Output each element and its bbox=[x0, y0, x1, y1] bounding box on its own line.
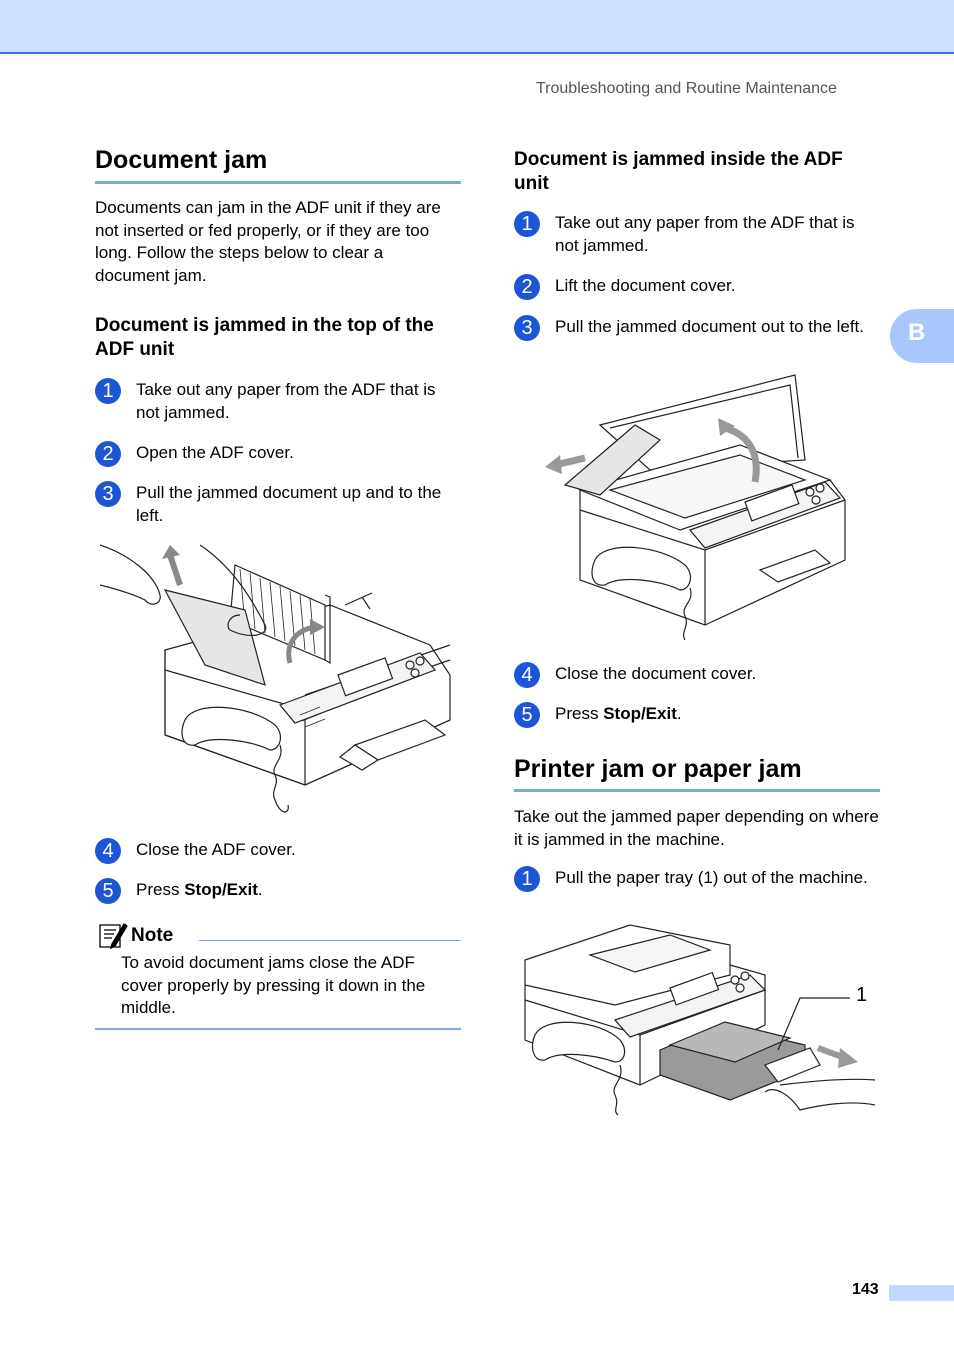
step-number: 1 bbox=[95, 378, 121, 404]
header-band bbox=[0, 0, 954, 54]
intro-paragraph: Documents can jam in the ADF unit if the… bbox=[95, 198, 441, 285]
step-text: Close the ADF cover. bbox=[136, 840, 296, 859]
note-rule-top bbox=[199, 940, 461, 941]
step-text: Pull the jammed document out to the left… bbox=[555, 317, 865, 336]
note-rule-bottom bbox=[95, 1028, 461, 1030]
key-stop-exit: Stop/Exit bbox=[603, 704, 677, 723]
subsection-title-top-adf: Document is jammed in the top of the ADF… bbox=[95, 315, 434, 360]
step-number: 1 bbox=[514, 211, 540, 237]
step-item: 1 Pull the paper tray (1) out of the mac… bbox=[514, 866, 880, 916]
step-number: 5 bbox=[514, 702, 540, 728]
step-text: Lift the document cover. bbox=[555, 276, 736, 295]
step-item: 2 Lift the document cover. bbox=[514, 274, 880, 324]
step-number: 4 bbox=[95, 838, 121, 864]
page-number: 143 bbox=[852, 1281, 879, 1298]
key-stop-exit: Stop/Exit bbox=[184, 880, 258, 899]
step-number: 3 bbox=[95, 481, 121, 507]
section-title-printer-jam: Printer jam or paper jam bbox=[514, 755, 802, 783]
note-text: To avoid document jams close the ADF cov… bbox=[121, 953, 426, 1017]
step-item: 1 Take out any paper from the ADF that i… bbox=[95, 378, 461, 428]
note-box: Note To avoid document jams close the AD… bbox=[95, 918, 461, 1030]
step-text-prefix: Press bbox=[555, 704, 604, 723]
step-text: Close the document cover. bbox=[555, 664, 757, 683]
step-number: 4 bbox=[514, 662, 540, 688]
running-header: Troubleshooting and Routine Maintenance bbox=[536, 80, 837, 97]
step-text-prefix: Press bbox=[136, 880, 185, 899]
step-text: Pull the paper tray (1) out of the machi… bbox=[555, 868, 868, 887]
step-number: 3 bbox=[514, 315, 540, 341]
step-text: Press Stop/Exit. bbox=[136, 879, 461, 902]
step-item: 5 Press Stop/Exit. bbox=[514, 702, 880, 752]
subsection-title-inside-adf: Document is jammed inside the ADF unit bbox=[514, 149, 843, 194]
step-number: 1 bbox=[514, 866, 540, 892]
step-item: 4 Close the document cover. bbox=[514, 662, 880, 712]
note-pencil-icon bbox=[98, 920, 128, 950]
title-rule bbox=[514, 789, 880, 792]
step-text: Press Stop/Exit. bbox=[555, 703, 880, 726]
step-text-suffix: . bbox=[676, 704, 682, 723]
step-text: Take out any paper from the ADF that is … bbox=[555, 213, 855, 255]
step-item: 4 Close the ADF cover. bbox=[95, 838, 461, 888]
illustration-document-cover-lifted bbox=[545, 370, 860, 650]
intro-paragraph-printer-jam: Take out the jammed paper depending on w… bbox=[514, 807, 879, 849]
illustration-adf-top-jam bbox=[100, 535, 460, 825]
section-title-document-jam: Document jam bbox=[95, 146, 268, 174]
step-text: Open the ADF cover. bbox=[136, 443, 294, 462]
step-item: 5 Press Stop/Exit. bbox=[95, 878, 461, 928]
step-item: 1 Take out any paper from the ADF that i… bbox=[514, 211, 880, 261]
step-item: 3 Pull the jammed document up and to the… bbox=[95, 481, 461, 531]
note-label: Note bbox=[131, 925, 174, 946]
step-item: 2 Open the ADF cover. bbox=[95, 441, 461, 491]
step-number: 5 bbox=[95, 878, 121, 904]
illustration-paper-tray-out bbox=[520, 920, 875, 1120]
step-number: 2 bbox=[514, 274, 540, 300]
step-item: 3 Pull the jammed document out to the le… bbox=[514, 315, 880, 365]
step-number: 2 bbox=[95, 441, 121, 467]
title-rule bbox=[95, 181, 461, 184]
section-tab-letter: B bbox=[908, 319, 926, 346]
step-text-suffix: . bbox=[257, 880, 263, 899]
section-tab: B bbox=[890, 309, 954, 363]
step-text: Take out any paper from the ADF that is … bbox=[136, 380, 436, 422]
callout-label: 1 bbox=[856, 984, 868, 1006]
footer-band bbox=[889, 1285, 954, 1301]
step-text: Pull the jammed document up and to the l… bbox=[136, 483, 442, 525]
